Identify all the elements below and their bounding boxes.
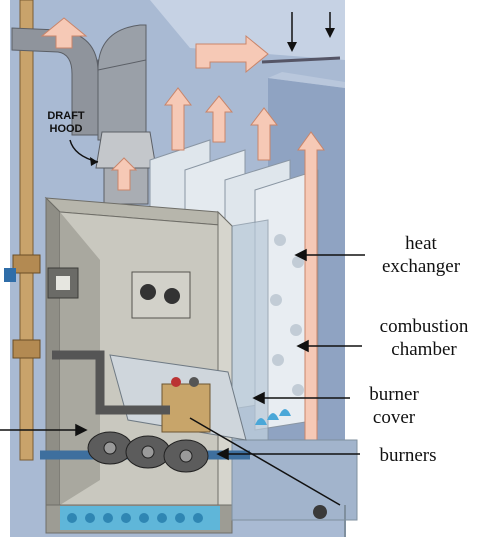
cabinet-right-wall [217,210,233,522]
draft-hood-pointer-head [90,157,98,166]
burner-cover-label-line1: burner [369,384,419,405]
flue-pipe-body [11,27,99,136]
heat-exchanger-label-line1: heat [405,233,437,254]
pipe-fitting-upper [12,254,41,274]
flue-elbow [97,24,147,71]
pipe-fitting-lower [12,339,41,359]
combustion-chamber-label-line2: chamber [391,339,457,360]
gas-manifold [52,350,170,415]
draft-hood-label: DRAFT HOOD [40,110,92,136]
draft-hood-label-line1: DRAFT [47,110,85,122]
return-duct-face [268,72,345,88]
blower-hub [313,505,327,519]
heat-exchanger-label-line2: exchanger [381,256,461,277]
burner-cover-label-line2: cover [372,407,416,428]
cabinet-left-wall [45,196,61,527]
burner-flames [255,409,291,425]
blower-grille-pattern [67,513,203,523]
draft-hood-label-line2: HOOD [49,123,83,135]
burner-cover-label: burner cover [352,383,436,429]
combustion-chamber-label-line1: combustion [379,316,469,337]
flue-vertical [97,59,147,141]
base-plinth [231,439,358,521]
burner-tubes [87,431,209,473]
heat-exchanger-label: heat exchanger [366,232,476,278]
pipe-valve [4,268,16,282]
callout-pointers [0,248,365,506]
airflow-arrows [40,17,325,441]
burners-label: burners [379,445,437,466]
gas-pipe [19,0,34,461]
combustion-chamber-label: combustion chamber [362,315,486,361]
